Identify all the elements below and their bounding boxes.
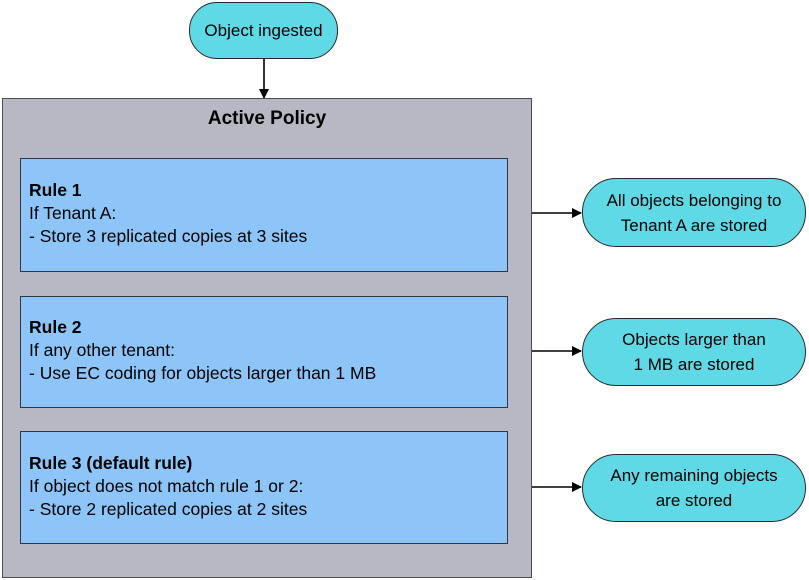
rule-title: Rule 2 bbox=[29, 317, 82, 337]
rule-box-2: Rule 2 If any other tenant: - Use EC cod… bbox=[20, 296, 508, 408]
outcome-line-2: Tenant A are stored bbox=[620, 215, 768, 235]
outcome-line-2: are stored bbox=[655, 491, 733, 510]
rule-condition: If any other tenant: bbox=[29, 340, 175, 360]
rule-title: Rule 3 (default rule) bbox=[29, 453, 193, 473]
outcome-node-2: Objects larger than 1 MB are stored bbox=[582, 318, 806, 386]
outcome-line-1: Objects larger than bbox=[622, 330, 766, 349]
rule-action: - Store 2 replicated copies at 2 sites bbox=[29, 499, 308, 519]
outcome-line-1: All objects belonging to bbox=[606, 190, 782, 210]
start-node-label: Object ingested bbox=[204, 21, 323, 40]
rule-action: - Use EC coding for objects larger than … bbox=[29, 363, 377, 383]
rule-box-3: Rule 3 (default rule) If object does not… bbox=[20, 431, 508, 544]
rule-action: - Store 3 replicated copies at 3 sites bbox=[29, 226, 308, 246]
outcome-node-1: All objects belonging to Tenant A are st… bbox=[582, 178, 806, 247]
rule-condition: If Tenant A: bbox=[29, 203, 117, 223]
rule-title: Rule 1 bbox=[29, 180, 82, 200]
active-policy-title: Active Policy bbox=[207, 108, 327, 129]
start-node-object-ingested: Object ingested bbox=[189, 2, 338, 59]
outcome-line-2: 1 MB are stored bbox=[633, 355, 755, 374]
rule-condition: If object does not match rule 1 or 2: bbox=[29, 476, 304, 496]
rule-box-1: Rule 1 If Tenant A: - Store 3 replicated… bbox=[20, 158, 508, 272]
outcome-node-3: Any remaining objects are stored bbox=[582, 454, 806, 522]
outcome-line-1: Any remaining objects bbox=[610, 466, 778, 485]
